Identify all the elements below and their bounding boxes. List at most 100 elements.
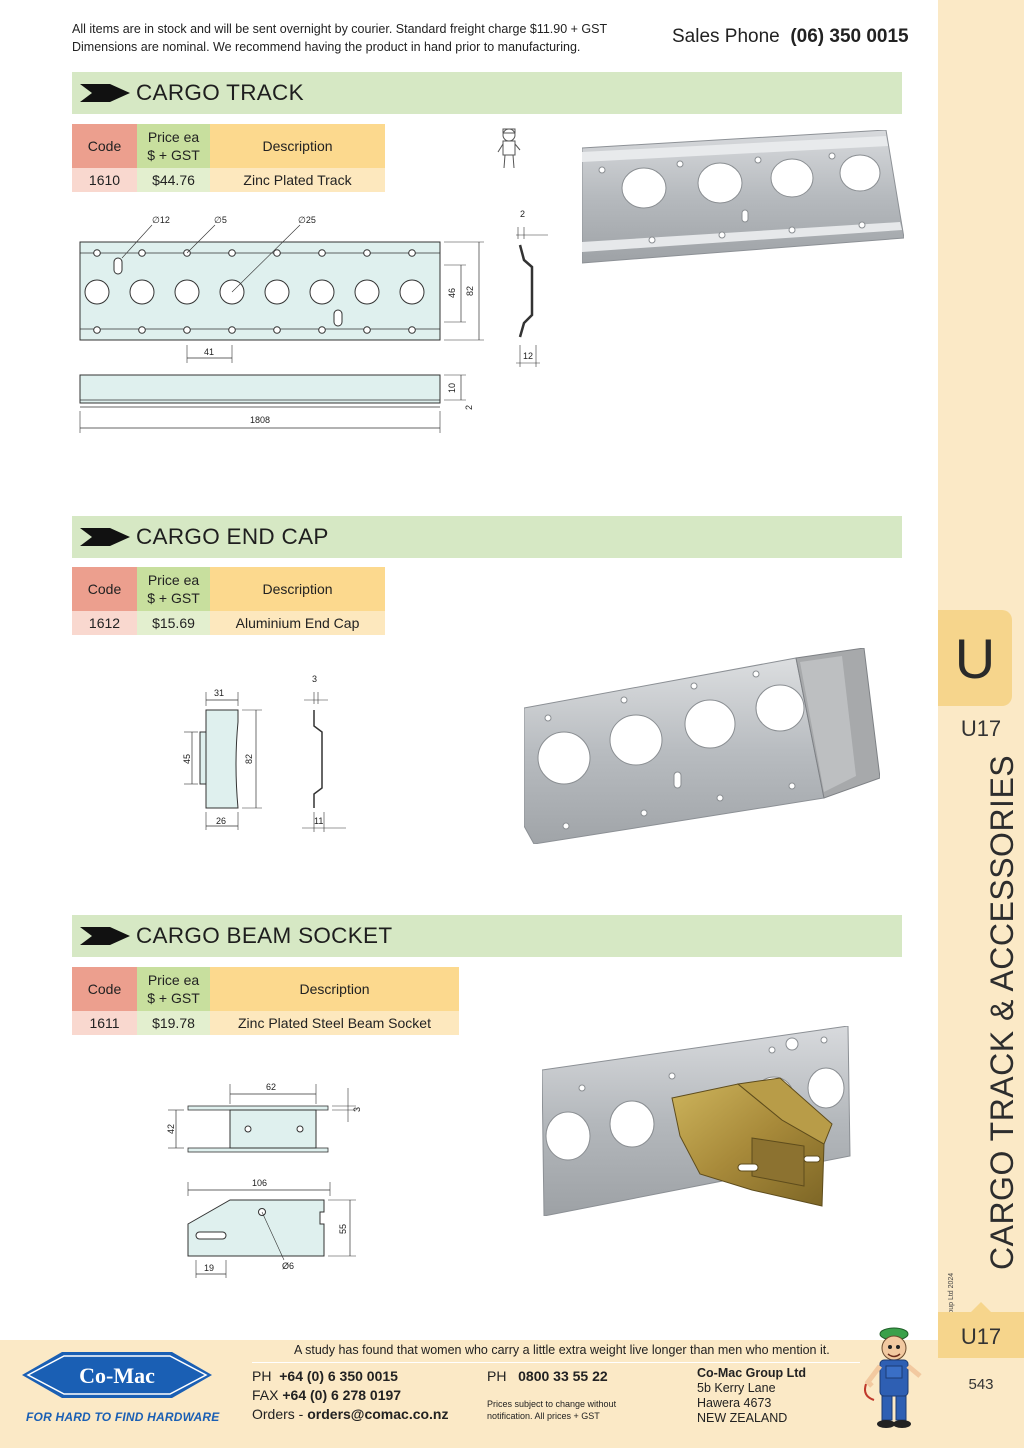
fax-label: FAX (252, 1387, 279, 1403)
footer-quote: A study has found that women who carry a… (294, 1343, 830, 1357)
header-code: Code (72, 967, 137, 1011)
cargo-track-photo (582, 130, 904, 264)
beam-socket-drawing: 62 3 42 106 55 19 Ø6 (166, 1082, 362, 1278)
ph2-label: PH (487, 1368, 507, 1384)
dim-inner-height: 45 (182, 754, 192, 764)
header-code: Code (72, 567, 137, 611)
cargo-track-drawing: 41 ∅12 ∅5 ∅25 46 82 1808 10 2 2 (79, 209, 548, 433)
product-code: 1610 (72, 168, 137, 192)
dim-hole-large: ∅25 (298, 215, 316, 225)
dim-top-width: 62 (266, 1082, 276, 1092)
section-code-top: U17 (960, 716, 1002, 741)
arrow-icon (80, 84, 130, 102)
ph-label: PH (252, 1368, 272, 1384)
dim-length: 1808 (250, 415, 270, 425)
product-price: $19.78 (137, 1011, 210, 1035)
end-cap-drawing: 31 45 82 26 3 11 (182, 674, 346, 832)
section-title: CARGO END CAP (136, 524, 329, 549)
dim-hole: Ø6 (282, 1261, 294, 1271)
dim-length: 106 (252, 1178, 267, 1188)
product-code: 1612 (72, 611, 137, 635)
dim-thickness: 3 (352, 1107, 362, 1112)
dim-pitch: 41 (204, 347, 214, 357)
beam-socket-top-view: 62 3 42 (166, 1082, 362, 1153)
dim-width-bottom: 26 (216, 816, 226, 826)
mascot-small-icon (497, 128, 521, 169)
product-table-cargo-track: Code Price ea$ + GST Description 1610 $4… (72, 124, 385, 192)
fax-value[interactable]: +64 (0) 6 278 0197 (282, 1387, 402, 1403)
dim-profile-top: 2 (520, 209, 525, 219)
dim-slot: 19 (204, 1263, 214, 1273)
track-profile-view: 2 12 (516, 209, 548, 367)
dim-profile-width: 11 (314, 816, 323, 826)
sales-phone: Sales Phone (06) 350 0015 (672, 26, 909, 48)
dim-side-height: 55 (338, 1224, 348, 1234)
comac-logo: Co-Mac (22, 1352, 212, 1398)
table-row[interactable]: 1611 $19.78 Zinc Plated Steel Beam Socke… (72, 1011, 459, 1035)
sidebar: U U17 CARGO TRACK & ACCESSORIES © Co-Mac… (938, 0, 1024, 1448)
dim-height: 42 (166, 1124, 176, 1134)
section-letter-tab[interactable]: U (938, 610, 1012, 706)
sales-label: Sales Phone (672, 26, 780, 47)
notice-line-1: All items are in stock and will be sent … (72, 22, 608, 36)
section-header-cargo-track: CARGO TRACK (72, 72, 902, 114)
beam-socket-photo (542, 1026, 851, 1216)
end-cap-profile-view: 3 11 (302, 674, 346, 832)
dim-inner-height: 46 (447, 288, 457, 298)
dim-depth: 10 (447, 383, 457, 393)
end-cap-front-view: 31 45 82 26 (182, 688, 262, 830)
dim-hole-small: ∅12 (152, 215, 170, 225)
arrow-icon (80, 528, 130, 546)
tab-notch (971, 1302, 991, 1312)
logo-text: Co-Mac (79, 1363, 155, 1388)
product-description: Aluminium End Cap (210, 611, 385, 635)
header-price: Price ea$ + GST (137, 967, 210, 1011)
section-header-cargo-beam-socket: CARGO BEAM SOCKET (72, 915, 902, 957)
beam-socket-side-view: 106 55 19 Ø6 (187, 1178, 356, 1278)
product-description: Zinc Plated Track (210, 168, 385, 192)
slogan: FOR HARD TO FIND HARDWARE (26, 1410, 220, 1424)
contact-block: PH +64 (0) 6 350 0015 FAX +64 (0) 6 278 … (252, 1367, 449, 1424)
section-title: CARGO TRACK (136, 80, 304, 105)
product-code: 1611 (72, 1011, 137, 1035)
dim-hole-mid: ∅5 (214, 215, 227, 225)
table-row[interactable]: 1612 $15.69 Aluminium End Cap (72, 611, 385, 635)
dim-height: 82 (244, 754, 254, 764)
product-table-cargo-end-cap: Code Price ea$ + GST Description 1612 $1… (72, 567, 385, 635)
header-description: Description (210, 967, 459, 1011)
section-code-bottom: U17 (960, 1324, 1002, 1349)
dim-profile-width: 12 (523, 351, 533, 361)
end-cap-photo (524, 648, 880, 844)
table-row[interactable]: 1610 $44.76 Zinc Plated Track (72, 168, 385, 192)
product-price: $44.76 (137, 168, 210, 192)
dim-thickness: 2 (464, 405, 474, 410)
product-price: $15.69 (137, 611, 210, 635)
track-front-view: 41 ∅12 ∅5 ∅25 46 82 (79, 215, 484, 363)
code-bottom-background (938, 1312, 1024, 1358)
sales-number[interactable]: (06) 350 0015 (790, 26, 909, 47)
product-description: Zinc Plated Steel Beam Socket (210, 1011, 459, 1035)
header-description: Description (210, 567, 385, 611)
orders-email[interactable]: orders@comac.co.nz (307, 1406, 449, 1422)
dim-width-top: 31 (214, 688, 224, 698)
stock-notice: All items are in stock and will be sent … (72, 20, 607, 56)
ph2-value[interactable]: 0800 33 55 22 (518, 1368, 608, 1384)
sidebar-section-title: CARGO TRACK & ACCESSORIES (984, 754, 1020, 1270)
product-table-cargo-beam-socket: Code Price ea$ + GST Description 1611 $1… (72, 967, 459, 1035)
header-price: Price ea$ + GST (137, 124, 210, 168)
dim-height: 82 (465, 286, 475, 296)
price-note: Prices subject to change without notific… (487, 1399, 617, 1421)
header-price: Price ea$ + GST (137, 567, 210, 611)
page-number: 543 (968, 1376, 994, 1393)
dim-thickness: 3 (312, 674, 317, 684)
footer-divider (252, 1362, 860, 1363)
track-side-view: 1808 10 2 (79, 374, 474, 433)
section-title: CARGO BEAM SOCKET (136, 923, 393, 948)
header-description: Description (210, 124, 385, 168)
orders-label: Orders - (252, 1406, 304, 1422)
ph-value[interactable]: +64 (0) 6 350 0015 (279, 1368, 398, 1384)
notice-line-2: Dimensions are nominal. We recommend hav… (72, 40, 581, 54)
company-address: Co-Mac Group Ltd 5b Kerry Lane Hawera 46… (697, 1366, 807, 1425)
freephone: PH 0800 33 55 22 (487, 1367, 608, 1386)
arrow-icon (80, 927, 130, 945)
